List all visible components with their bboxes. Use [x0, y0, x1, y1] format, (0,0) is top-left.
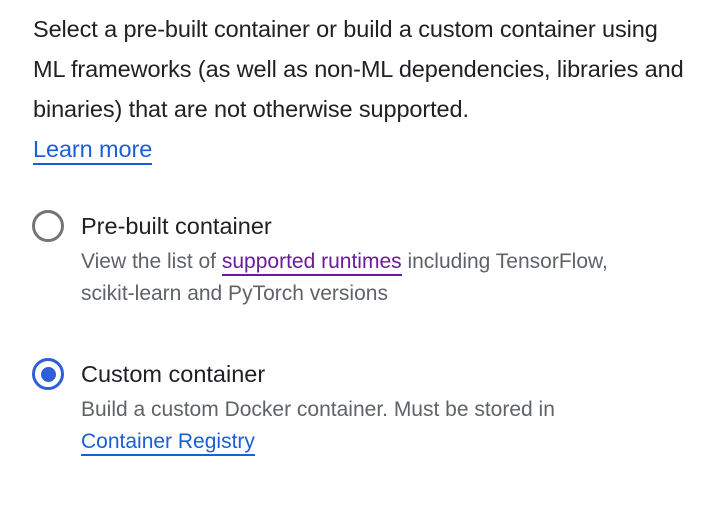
prebuilt-container-label[interactable]: Pre-built container [81, 213, 272, 239]
custom-container-radio[interactable] [32, 358, 64, 390]
intro-paragraph: Select a pre-built container or build a … [33, 9, 693, 169]
learn-more-link[interactable]: Learn more [33, 136, 152, 165]
custom-desc-prefix: Build a custom Docker container. Must be… [81, 398, 555, 421]
supported-runtimes-link[interactable]: supported runtimes [221, 250, 402, 276]
intro-text: Select a pre-built container or build a … [33, 16, 684, 122]
custom-container-description: Build a custom Docker container. Must be… [81, 394, 641, 458]
prebuilt-desc-suffix: including TensorFlow, scikit-learn and P… [81, 250, 608, 305]
container-registry-link[interactable]: Container Registry [81, 430, 255, 456]
custom-container-label[interactable]: Custom container [81, 361, 266, 387]
prebuilt-container-description: View the list of supported runtimes incl… [81, 246, 641, 310]
prebuilt-desc-prefix: View the list of [81, 250, 222, 273]
prebuilt-container-radio[interactable] [32, 210, 64, 242]
